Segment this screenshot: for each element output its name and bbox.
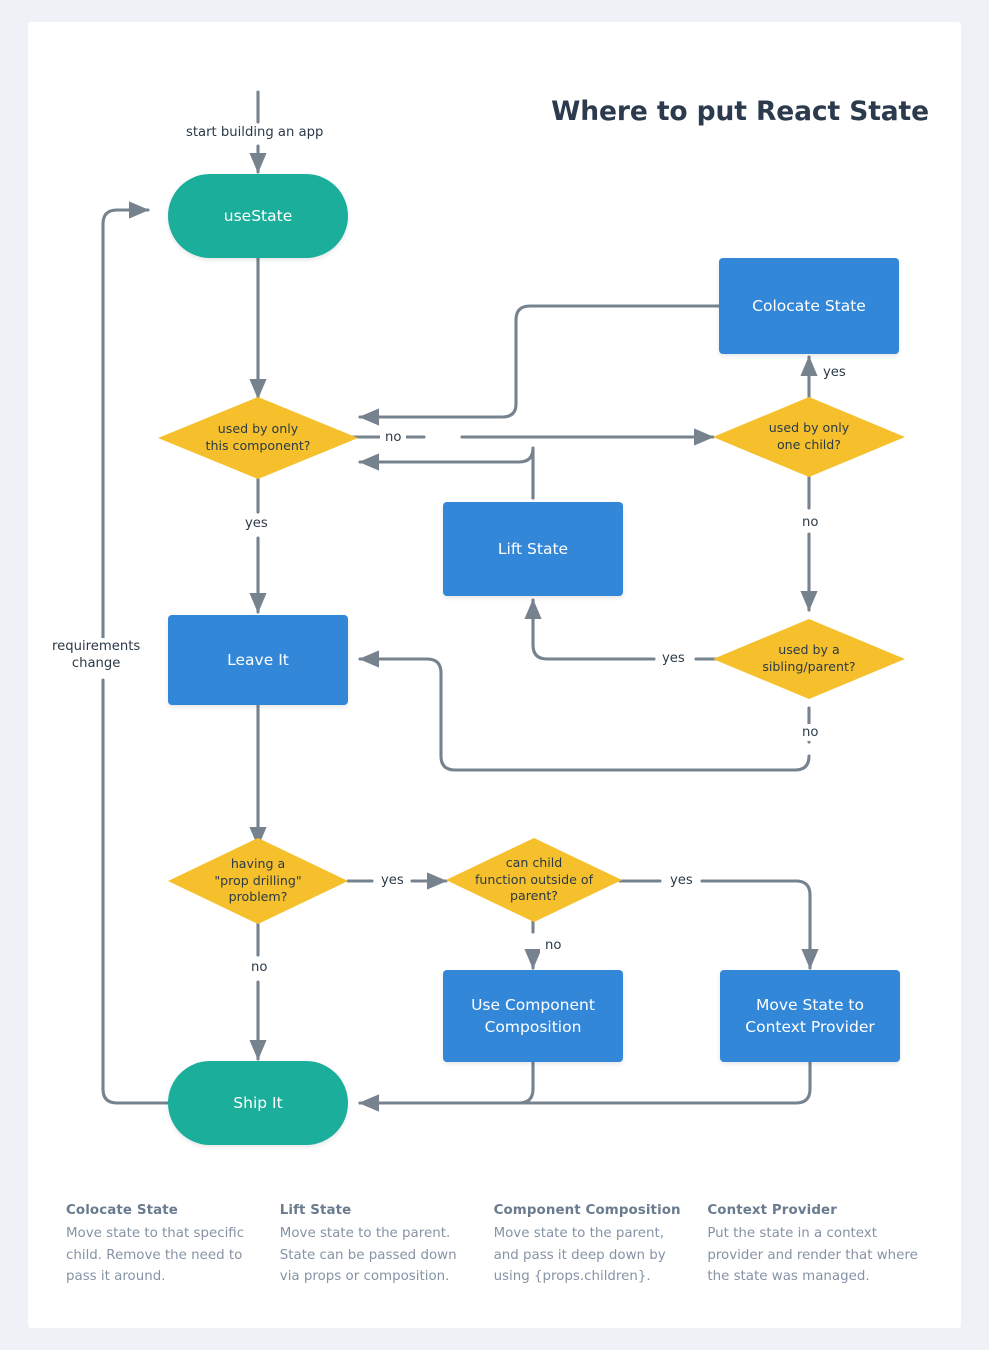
node-use-component-composition-line2: Composition [484, 1018, 582, 1036]
node-lift-state[interactable]: Lift State [443, 502, 623, 596]
node-decision-child-function-outside-parent[interactable]: can child function outside of parent? [446, 838, 622, 922]
edge-label-this-component-no: no [380, 429, 407, 447]
page-title: Where to put React State [551, 96, 929, 127]
legend-title: Context Provider [707, 1203, 837, 1218]
legend-body: Move state to the parent. State can be p… [279, 1226, 457, 1285]
node-move-state-to-context-provider-line2: Context Provider [745, 1018, 875, 1036]
decision-line-1: used by a [778, 642, 840, 658]
edge-label-child-outside-yes: yes [665, 872, 698, 890]
decision-line-2: "prop drilling" [214, 872, 302, 888]
legend-title: Colocate State [66, 1203, 178, 1218]
decision-line-3: parent? [510, 888, 558, 904]
legend-item-lift-state: Lift State Move state to the parent. Sta… [280, 1203, 494, 1288]
node-use-state[interactable]: useState [168, 174, 348, 258]
legend-item-component-composition: Component Composition Move state to the … [494, 1203, 708, 1288]
decision-line-1: can child [505, 854, 563, 870]
decision-line-1: used by only [217, 421, 299, 437]
node-decision-used-by-sibling-parent[interactable]: used by a sibling/parent? [713, 619, 905, 699]
node-ship-it-label: Ship It [233, 1094, 283, 1112]
legend-title: Component Composition [493, 1203, 681, 1218]
node-leave-it[interactable]: Leave It [168, 615, 348, 705]
legend-item-colocate-state: Colocate State Move state to that specif… [66, 1203, 280, 1288]
node-colocate-state[interactable]: Colocate State [719, 258, 899, 354]
node-use-state-label: useState [223, 207, 293, 225]
node-move-state-to-context-provider[interactable]: Move State to Context Provider [720, 970, 900, 1062]
node-lift-state-label: Lift State [497, 540, 569, 558]
legend: Colocate State Move state to that specif… [66, 1203, 946, 1288]
node-decision-used-by-only-one-child[interactable]: used by only one child? [713, 397, 905, 477]
node-use-component-composition-line1: Use Component [471, 996, 595, 1014]
node-move-state-to-context-provider-line1: Move State to [755, 996, 864, 1014]
node-colocate-state-label: Colocate State [752, 297, 866, 315]
edge-label-prop-drilling-yes: yes [376, 872, 409, 890]
node-decision-prop-drilling-problem[interactable]: having a "prop drilling" problem? [168, 838, 348, 924]
decision-line-3: problem? [228, 889, 288, 905]
decision-line-2: function outside of [474, 871, 594, 887]
legend-body: Put the state in a context provider and … [707, 1226, 918, 1285]
decision-line-2: one child? [776, 437, 841, 452]
legend-title: Lift State [279, 1203, 352, 1218]
edge-label-one-child-yes: yes [818, 364, 851, 382]
edge-label-prop-drilling-no: no [246, 959, 273, 977]
edge-label-sibling-parent-yes: yes [657, 650, 690, 668]
edge-label-sibling-parent-no: no [797, 724, 824, 742]
node-leave-it-label: Leave It [227, 651, 289, 669]
edge-label-child-outside-no: no [540, 937, 567, 955]
legend-item-context-provider: Context Provider Put the state in a cont… [707, 1203, 946, 1288]
decision-line-2: this component? [205, 438, 311, 453]
edge-label-requirements-change: requirements change [48, 638, 145, 673]
legend-body: Move state to the parent, and pass it de… [493, 1226, 666, 1285]
node-ship-it[interactable]: Ship It [168, 1061, 348, 1145]
decision-line-1: having a [230, 855, 286, 871]
requirements-change-line1: requirements [52, 639, 141, 654]
node-decision-used-by-only-this-component[interactable]: used by only this component? [158, 397, 358, 479]
requirements-change-line2: change [71, 656, 121, 672]
edge-label-start: start building an app [181, 124, 329, 142]
edge-label-one-child-no: no [797, 514, 824, 532]
node-use-component-composition[interactable]: Use Component Composition [443, 970, 623, 1062]
decision-line-2: sibling/parent? [762, 659, 856, 674]
decision-line-1: used by only [768, 420, 850, 436]
edge-label-this-component-yes: yes [240, 515, 273, 533]
legend-body: Move state to that specific child. Remov… [66, 1226, 245, 1285]
